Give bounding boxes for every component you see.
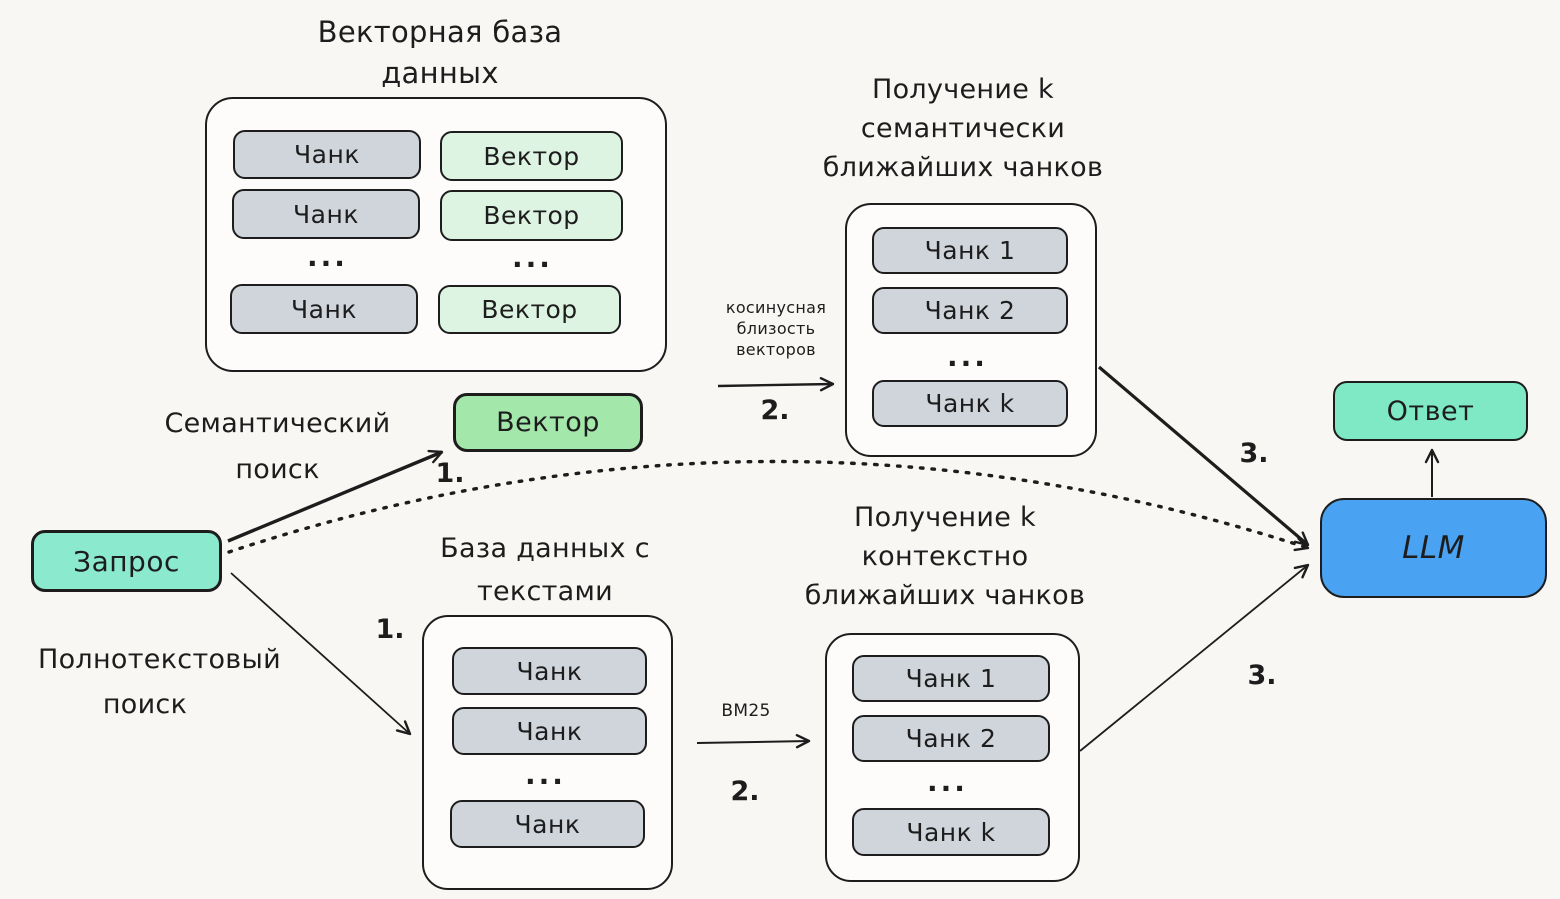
step-3-semantic: 3. <box>1239 438 1269 469</box>
bm25-arrow-label: BM25 <box>721 701 771 721</box>
result-chunk-label: Чанк 2 <box>924 296 1016 325</box>
context-chunk-label: Чанк k <box>906 817 996 847</box>
cosine-label-line1: косинусная <box>725 298 827 317</box>
query-vector-box: Вектор <box>453 393 643 452</box>
result-chunk-cell: Чанк 2 <box>872 287 1068 334</box>
text-db-title-line1: База данных с <box>440 533 650 564</box>
chunk-cell-label: Чанк <box>293 199 359 229</box>
cosine-arrow-label: косинусная близость векторов <box>710 297 842 360</box>
semantic-results-title-line3: ближайших чанков <box>822 152 1104 184</box>
query-vector-label: Вектор <box>496 407 600 438</box>
context-chunk-label: Чанк 1 <box>905 664 997 693</box>
vector-db-title-line2: данных <box>381 56 499 91</box>
result-ellipsis: ... <box>947 340 988 373</box>
query-box: Запрос <box>31 530 222 592</box>
context-results-title-line1: Получение k <box>854 502 1036 533</box>
semantic-results-title-line2: семантически <box>860 113 1066 145</box>
result-chunk-label: Чанк 1 <box>924 236 1016 265</box>
vector-cell: Вектор <box>438 285 621 334</box>
textdb-chunk-label: Чанк <box>516 656 583 686</box>
arrow-cosine <box>717 377 835 392</box>
result-chunk-label: Чанк k <box>925 389 1015 418</box>
semantic-results-title-line1: Получение k <box>872 74 1054 105</box>
textdb-chunk-cell: Чанк <box>452 647 647 695</box>
chunk-cell-label: Чанк <box>291 294 357 324</box>
textdb-chunk-cell: Чанк <box>452 707 647 755</box>
chunk-cell: Чанк <box>230 284 418 334</box>
step-1-fulltext: 1. <box>375 614 405 645</box>
vector-ellipsis: ... <box>512 241 553 274</box>
result-chunk-cell: Чанк 1 <box>872 227 1068 274</box>
context-results-title-line3: ближайших чанков <box>804 580 1086 612</box>
textdb-chunk-label: Чанк <box>516 716 583 746</box>
chunk-cell: Чанк <box>232 189 420 239</box>
step-2-cosine: 2. <box>760 395 790 426</box>
fulltext-search-label: Полнотекстовый поиск <box>38 638 281 727</box>
answer-box: Ответ <box>1333 381 1528 441</box>
cosine-label-line3: векторов <box>736 340 816 360</box>
llm-label: LLM <box>1402 530 1465 566</box>
context-chunk-cell: Чанк k <box>852 808 1050 856</box>
textdb-chunk-cell: Чанк <box>450 800 645 848</box>
answer-label: Ответ <box>1386 395 1475 427</box>
textdb-ellipsis: ... <box>525 758 566 791</box>
chunk-cell: Чанк <box>233 130 421 179</box>
semantic-results-title: Получение k семантически ближайших чанко… <box>800 70 1126 187</box>
query-label: Запрос <box>73 544 180 578</box>
vector-cell: Вектор <box>440 131 623 181</box>
arrow-context-results-to-llm <box>1079 563 1310 752</box>
text-db-title: База данных с текстами <box>420 527 670 613</box>
step-2-bm25: 2. <box>730 776 760 807</box>
context-chunk-cell: Чанк 2 <box>852 715 1050 762</box>
text-db-title-line2: текстами <box>476 576 614 608</box>
step-1-semantic: 1. <box>435 458 465 489</box>
llm-box: LLM <box>1320 498 1547 598</box>
vector-db-title-line1: Векторная база <box>317 15 563 49</box>
vector-db-title: Векторная база данных <box>275 12 605 94</box>
context-results-title: Получение k контекстно ближайших чанков <box>782 498 1108 615</box>
context-ellipsis: ... <box>927 765 968 798</box>
fulltext-search-line2: поиск <box>102 688 188 720</box>
vector-cell-label: Вектор <box>483 141 580 171</box>
semantic-search-label: Семантический поиск <box>160 401 395 494</box>
step-3-fulltext: 3. <box>1247 660 1277 691</box>
context-chunk-cell: Чанк 1 <box>852 655 1050 702</box>
chunk-cell-label: Чанк <box>294 140 360 169</box>
fulltext-search-line1: Полнотекстовый <box>38 644 281 675</box>
vector-cell-label: Вектор <box>481 295 578 324</box>
vector-cell: Вектор <box>440 190 623 241</box>
semantic-search-line1: Семантический <box>164 408 391 439</box>
vector-cell-label: Вектор <box>483 201 580 230</box>
result-chunk-cell: Чанк k <box>872 380 1068 427</box>
context-results-title-line2: контекстно <box>861 541 1029 573</box>
semantic-search-line2: поиск <box>235 454 320 486</box>
textdb-chunk-label: Чанк <box>514 809 581 839</box>
context-chunk-label: Чанк 2 <box>905 724 997 753</box>
arrow-bm25 <box>696 734 811 749</box>
chunk-ellipsis: ... <box>307 240 348 273</box>
cosine-label-line2: близость <box>736 319 816 339</box>
